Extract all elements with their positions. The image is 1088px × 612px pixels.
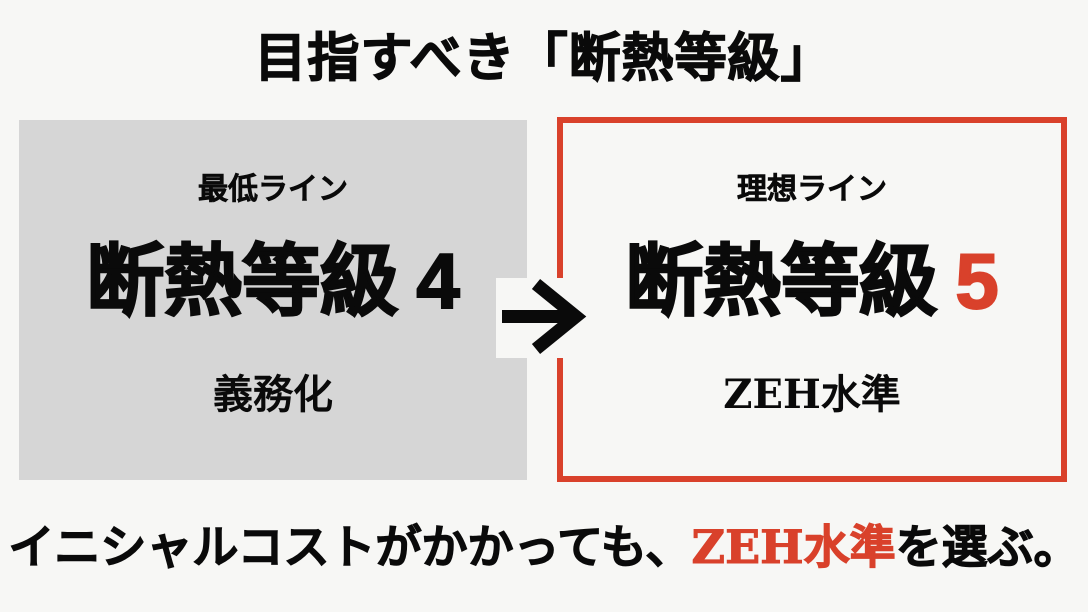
ideal-grade-number: 5 — [954, 237, 999, 325]
conclusion-prefix: イニシャルコストがかかっても、 — [8, 520, 692, 575]
conclusion-suffix: を選ぶ。 — [895, 520, 1080, 575]
minimum-note: 義務化 — [213, 371, 333, 418]
ideal-line-label: 理想ライン — [737, 172, 888, 208]
minimum-line-label: 最低ライン — [198, 172, 349, 208]
right-arrow-icon — [496, 278, 588, 358]
conclusion-text: イニシャルコストがかかっても、ZEH水準を選ぶ。 — [0, 520, 1088, 575]
ideal-note: ZEH水準 — [723, 371, 901, 418]
conclusion-highlight: ZEH水準 — [691, 520, 896, 575]
page-title: 目指すべき「断熱等級」 — [254, 28, 834, 89]
ideal-grade-text: 断熱等級 — [624, 237, 938, 327]
minimum-grade-text: 断熱等級 — [85, 237, 399, 327]
minimum-grade-number: 4 — [415, 237, 460, 325]
